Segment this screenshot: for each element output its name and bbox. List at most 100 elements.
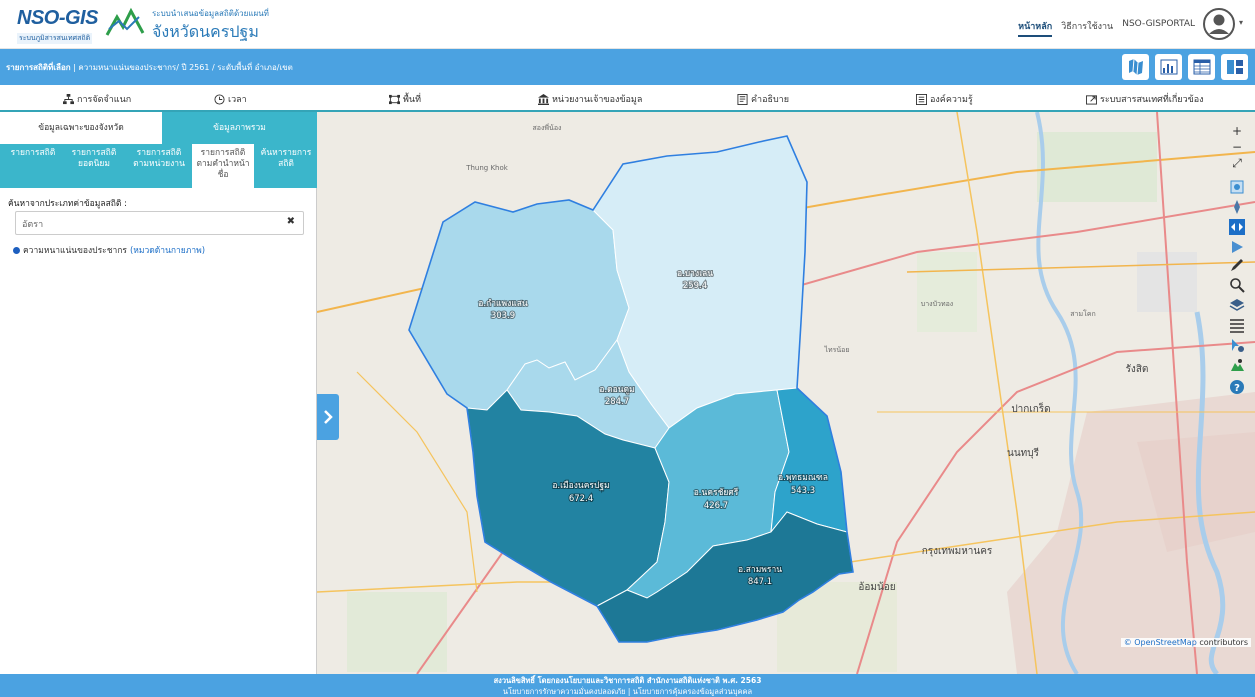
play-button[interactable]: [1225, 238, 1249, 256]
footer: สงวนลิขสิทธิ์ โดยกองนโยบายและวิชาการสถิต…: [0, 674, 1255, 697]
map-attribution: © OpenStreetMap contributors: [1120, 638, 1251, 647]
nso-gis-logo[interactable]: NSO-GIS ระบบภูมิสารสนเทศสถิติ: [17, 7, 147, 44]
search-map-button[interactable]: [1225, 276, 1249, 294]
legend-button[interactable]: [1225, 316, 1249, 334]
header: NSO-GIS ระบบภูมิสารสนเทศสถิติ ระบบนำเสนอ…: [0, 0, 1255, 49]
place-label: กรุงเทพมหานคร: [922, 546, 993, 557]
tab-overview-data[interactable]: ข้อมูลภาพรวม: [162, 112, 317, 144]
selected-stat-bar: รายการสถิติที่เลือก | ความหนาแน่นของประช…: [0, 49, 1255, 85]
selected-stat-label: รายการสถิติที่เลือก: [6, 63, 71, 72]
split-view-icon: [1226, 60, 1243, 74]
table-icon: [1193, 59, 1210, 75]
identify-button[interactable]: [1225, 336, 1249, 354]
menu-knowledge-label: องค์ความรู้: [930, 95, 973, 105]
place-label: สามโคก: [1070, 309, 1096, 318]
fullscreen-button[interactable]: ⤢: [1232, 155, 1242, 170]
search-label: ค้นหาจากประเภทค่าข้อมูลสถิติ :: [8, 199, 128, 209]
area-icon: [389, 94, 400, 104]
institution-icon: [538, 93, 549, 105]
result-stat-name: ความหนาแน่นของประชากร: [23, 246, 127, 256]
map-canvas[interactable]: อ.กำแพงแสน 303.9 อ.บางเลน 259.4 อ.ดอนตูม…: [317, 112, 1255, 674]
table-view-button[interactable]: [1188, 54, 1215, 80]
search-result-item[interactable]: ความหนาแน่นของประชากร (หมวดด้านกายภาพ): [13, 243, 205, 257]
attribution-text: contributors: [1196, 638, 1248, 647]
copyright-text: สงวนลิขสิทธิ์ โดยกองนโยบายและวิชาการสถิต…: [493, 676, 762, 685]
panel-tabs: ข้อมูลเฉพาะของจังหวัด ข้อมูลภาพรวม: [0, 112, 317, 144]
nav-howto[interactable]: วิธีการใช้งาน: [1061, 22, 1114, 32]
place-label: บางบัวทอง: [921, 300, 953, 308]
user-menu-caret-icon[interactable]: ▾: [1238, 18, 1243, 27]
layers-button[interactable]: [1225, 296, 1249, 314]
clock-icon: [214, 93, 225, 105]
menu-description[interactable]: คำอธิบาย: [737, 92, 789, 106]
nav-home[interactable]: หน้าหลัก: [1018, 19, 1053, 37]
district-value: 303.9: [491, 311, 515, 321]
place-label: Thung Khok: [465, 164, 509, 172]
expand-panel-button[interactable]: [317, 394, 339, 440]
chart-view-button[interactable]: [1155, 54, 1182, 80]
menu-related-systems[interactable]: ระบบสารสนเทศที่เกี่ยวข้อง: [1086, 92, 1204, 106]
subtab-by-prefix[interactable]: รายการสถิติ ตามคำนำหน้า ชื่อ: [192, 144, 254, 188]
user-avatar-icon[interactable]: [1203, 8, 1235, 40]
view-tools: [1122, 54, 1248, 80]
menu-time-label: เวลา: [228, 95, 247, 105]
menu-classification[interactable]: การจัดจำแนก: [63, 92, 131, 106]
selected-stat-detail: | ความหนาแน่นของประชากร/ ปี 2561 / ระดับ…: [70, 63, 293, 72]
clear-search-icon[interactable]: ✖: [286, 216, 295, 227]
system-subtitle: ระบบนำเสนอข้อมูลสถิติด้วยแผนที่: [152, 9, 269, 18]
district-value: 426.7: [704, 501, 728, 511]
province-title: จังหวัดนครปฐม: [152, 22, 259, 41]
compass-button[interactable]: [1225, 198, 1249, 216]
place-labels: สองพี่น้อง Thung Khok กรุงเทพมหานคร นนทบ…: [465, 123, 1148, 593]
menu-time[interactable]: เวลา: [214, 92, 247, 106]
subtab-stat-list[interactable]: รายการสถิติ: [10, 148, 56, 158]
left-panel: ข้อมูลเฉพาะของจังหวัด ข้อมูลภาพรวม รายกา…: [0, 112, 317, 674]
result-category[interactable]: (หมวดด้านกายภาพ): [129, 246, 206, 256]
menu-related-systems-label: ระบบสารสนเทศที่เกี่ยวข้อง: [1100, 95, 1204, 105]
menu-agency-label: หน่วยงานเจ้าของข้อมูล: [552, 95, 643, 105]
pencil-icon: [1231, 259, 1243, 271]
layers-icon: [1229, 299, 1245, 311]
district-name: อ.สามพราน: [738, 565, 782, 575]
filter-menu-bar: การจัดจำแนก เวลา พื้นที่ หน่วยงานเจ้าของ…: [0, 85, 1255, 112]
map-pin-icon: [1230, 180, 1244, 194]
menu-agency[interactable]: หน่วยงานเจ้าของข้อมูล: [538, 92, 642, 106]
menu-classification-label: การจัดจำแนก: [77, 95, 132, 105]
swipe-button[interactable]: [1225, 218, 1249, 236]
hierarchy-icon: [63, 93, 74, 104]
draw-button[interactable]: [1225, 256, 1249, 274]
search-input[interactable]: [22, 216, 282, 231]
chevron-right-icon: [324, 410, 333, 424]
district-value: 543.3: [791, 486, 815, 496]
district-name: อ.พุทธมณฑล: [778, 473, 828, 483]
district-value: 672.4: [569, 494, 593, 504]
zoom-in-button[interactable]: +: [1231, 124, 1243, 138]
menu-knowledge[interactable]: องค์ความรู้: [916, 92, 973, 106]
basemap-button[interactable]: [1225, 356, 1249, 374]
help-button[interactable]: ?: [1225, 378, 1249, 396]
map-view-button[interactable]: [1122, 54, 1149, 80]
nav-portal[interactable]: NSO-GISPORTAL: [1122, 19, 1195, 29]
district-value: 259.4: [683, 281, 707, 291]
subtab-search-stat[interactable]: ค้นหารายการ สถิติ: [260, 148, 312, 169]
district-value: 284.7: [605, 397, 629, 407]
place-label: ไทรน้อย: [824, 345, 850, 354]
menu-area[interactable]: พื้นที่: [389, 92, 421, 106]
policy-links[interactable]: นโยบายการรักษาความมั่นคงปลอดภัย | นโยบาย…: [502, 687, 753, 696]
subtab-popular[interactable]: รายการสถิติ ยอดนิยม: [71, 148, 117, 169]
search-field[interactable]: ✖: [15, 211, 304, 235]
split-view-button[interactable]: [1221, 54, 1248, 80]
tab-province-data[interactable]: ข้อมูลเฉพาะของจังหวัด: [0, 112, 162, 144]
map-select-button[interactable]: [1225, 178, 1249, 196]
document-icon: [737, 93, 748, 105]
osm-link[interactable]: © OpenStreetMap: [1123, 638, 1197, 647]
swipe-icon: [1229, 219, 1245, 235]
logo-text: NSO-GIS: [17, 7, 98, 29]
zoom-out-button[interactable]: −: [1231, 140, 1243, 154]
list-icon: [1230, 319, 1244, 333]
selected-radio-icon[interactable]: [13, 246, 20, 254]
district-polygons[interactable]: [408, 135, 854, 643]
place-label: สองพี่น้อง: [533, 123, 562, 132]
subtab-by-agency[interactable]: รายการสถิติ ตามหน่วยงาน: [133, 148, 185, 169]
basemap-icon: [1231, 359, 1244, 371]
